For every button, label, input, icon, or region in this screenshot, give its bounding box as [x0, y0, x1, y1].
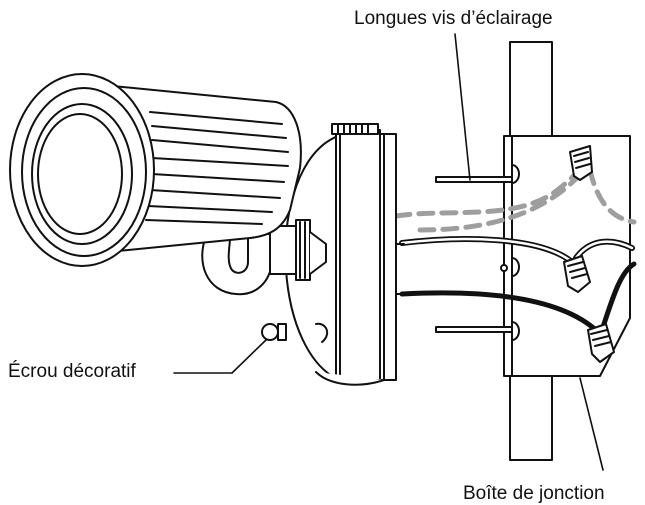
hot-wire [399, 290, 601, 335]
decorative-nut [261, 322, 329, 343]
wire-nut-top [569, 145, 593, 181]
swivel-knuckle [201, 219, 327, 296]
wire-nut-middle [563, 255, 591, 293]
leader-nut-angle [231, 339, 267, 374]
wire-nut-bottom [587, 323, 615, 363]
leader-lines [173, 33, 604, 471]
ground-wire-3 [587, 167, 637, 225]
leader-screws [454, 33, 471, 181]
junction-box-label: Boîte de jonction [463, 483, 605, 504]
decorative-nut-label: Écrou décoratif [8, 361, 136, 382]
leader-box [579, 377, 604, 471]
wire-nuts [563, 145, 615, 363]
long-mounting-screws [435, 176, 513, 333]
ground-wire-2 [417, 167, 587, 233]
flood-light-head [9, 73, 302, 267]
long-mounting-screws-label: Longues vis d’éclairage [354, 8, 553, 29]
